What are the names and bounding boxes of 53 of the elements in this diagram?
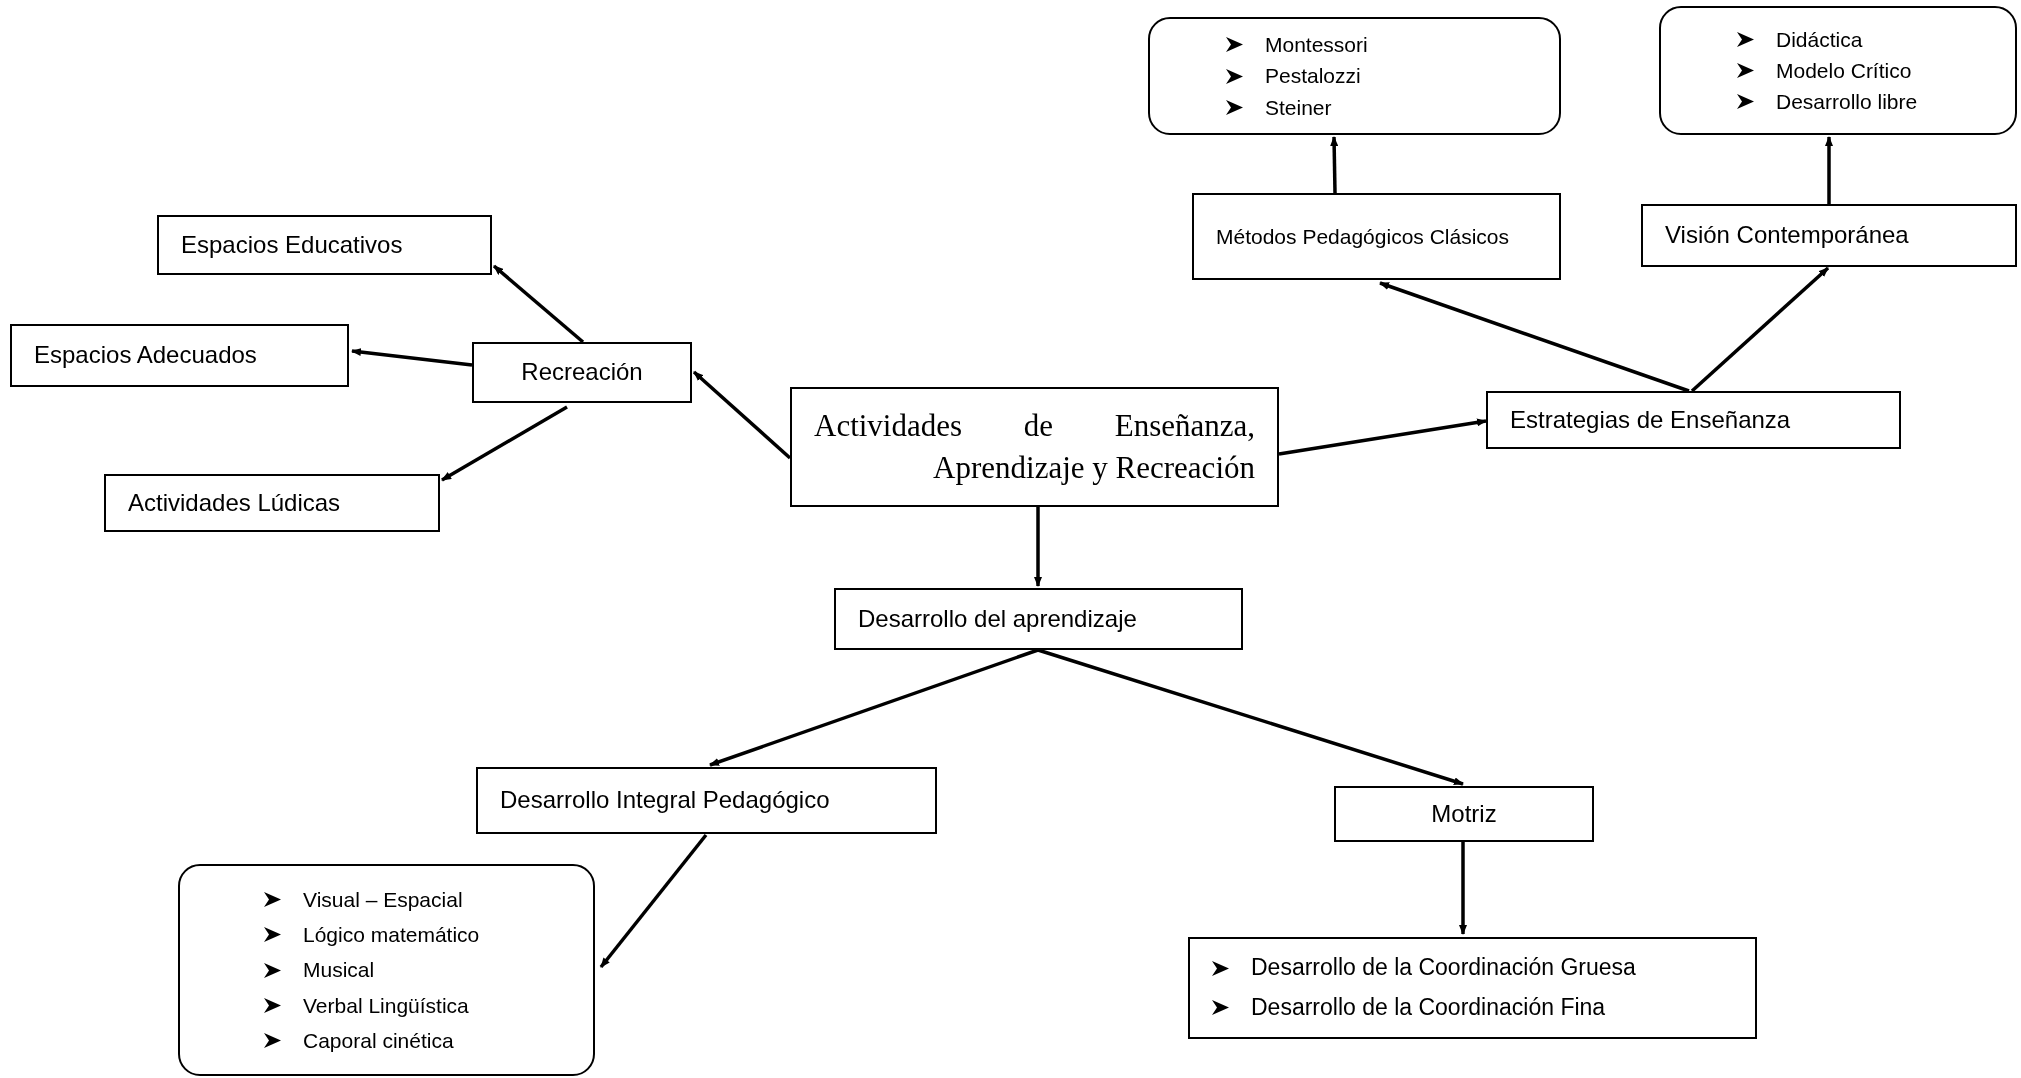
- concept-box: [1486, 391, 1901, 449]
- list-item-text: Musical: [303, 957, 375, 983]
- arrow: [441, 405, 568, 482]
- concept-box: [834, 588, 1243, 650]
- list-item-text: Modelo Crítico: [1776, 57, 1912, 84]
- concept-box: [1192, 193, 1561, 280]
- node-label: Visión Contemporánea: [1665, 221, 1910, 250]
- concept-box: [1641, 204, 2017, 267]
- node-label: Desarrollo del aprendizaje: [858, 604, 1138, 634]
- arrow: [1690, 266, 1830, 393]
- list-item-text: Desarrollo libre: [1776, 89, 1918, 115]
- arrow: [692, 370, 792, 460]
- node-label: Métodos Pedagógicos Clásicos: [1216, 223, 1510, 250]
- concept-box: [10, 324, 349, 387]
- concept-box: [472, 342, 692, 403]
- concept-box: [104, 474, 440, 532]
- arrow: [492, 264, 585, 344]
- concept-box: [1334, 786, 1594, 842]
- list-item-text: Caporal cinética: [303, 1027, 454, 1053]
- arrow: [709, 648, 1039, 767]
- arrow: [1037, 648, 1464, 786]
- node-label: Estrategias de Enseñanza: [1510, 405, 1792, 435]
- node-label: Motriz: [1431, 799, 1497, 829]
- arrow: [1459, 842, 1467, 935]
- arrow: [1330, 136, 1339, 194]
- list-box: [1188, 937, 1757, 1039]
- list-box: [178, 864, 595, 1076]
- list-item-text: Steiner: [1265, 94, 1332, 120]
- node-label: Actividades Lúdicas: [128, 488, 342, 518]
- node-label: Espacios Adecuados: [34, 341, 258, 370]
- node-label: Espacios Educativos: [181, 230, 404, 260]
- list-box: [1659, 6, 2017, 135]
- arrow: [351, 348, 473, 367]
- list-item-text: Pestalozzi: [1265, 63, 1361, 89]
- list-box: [1148, 17, 1561, 135]
- list-item-text: Desarrollo de la Coordinación Fina: [1251, 994, 1606, 1022]
- arrow: [1379, 281, 1690, 393]
- central-concept-box: [790, 387, 1279, 507]
- arrow: [599, 833, 708, 969]
- list-item-text: Montessori: [1265, 32, 1368, 58]
- arrow: [1034, 507, 1042, 587]
- list-item-text: Visual – Espacial: [303, 887, 463, 913]
- list-item-text: Didáctica: [1776, 26, 1863, 52]
- concept-box: [476, 767, 937, 834]
- node-label: Recreación: [521, 358, 643, 387]
- node-label: Desarrollo Integral Pedagógico: [500, 786, 831, 815]
- arrow: [1825, 136, 1833, 204]
- list-item-text: Verbal Lingüística: [303, 992, 469, 1018]
- list-item-text: Desarrollo de la Coordinación Gruesa: [1251, 954, 1636, 982]
- concept-box: [157, 215, 492, 275]
- node-label: Actividades de Enseñanza, Aprendizaje y Recreación: [814, 407, 1255, 487]
- list-item-text: Lógico matemático: [303, 922, 480, 948]
- arrow: [1278, 418, 1487, 456]
